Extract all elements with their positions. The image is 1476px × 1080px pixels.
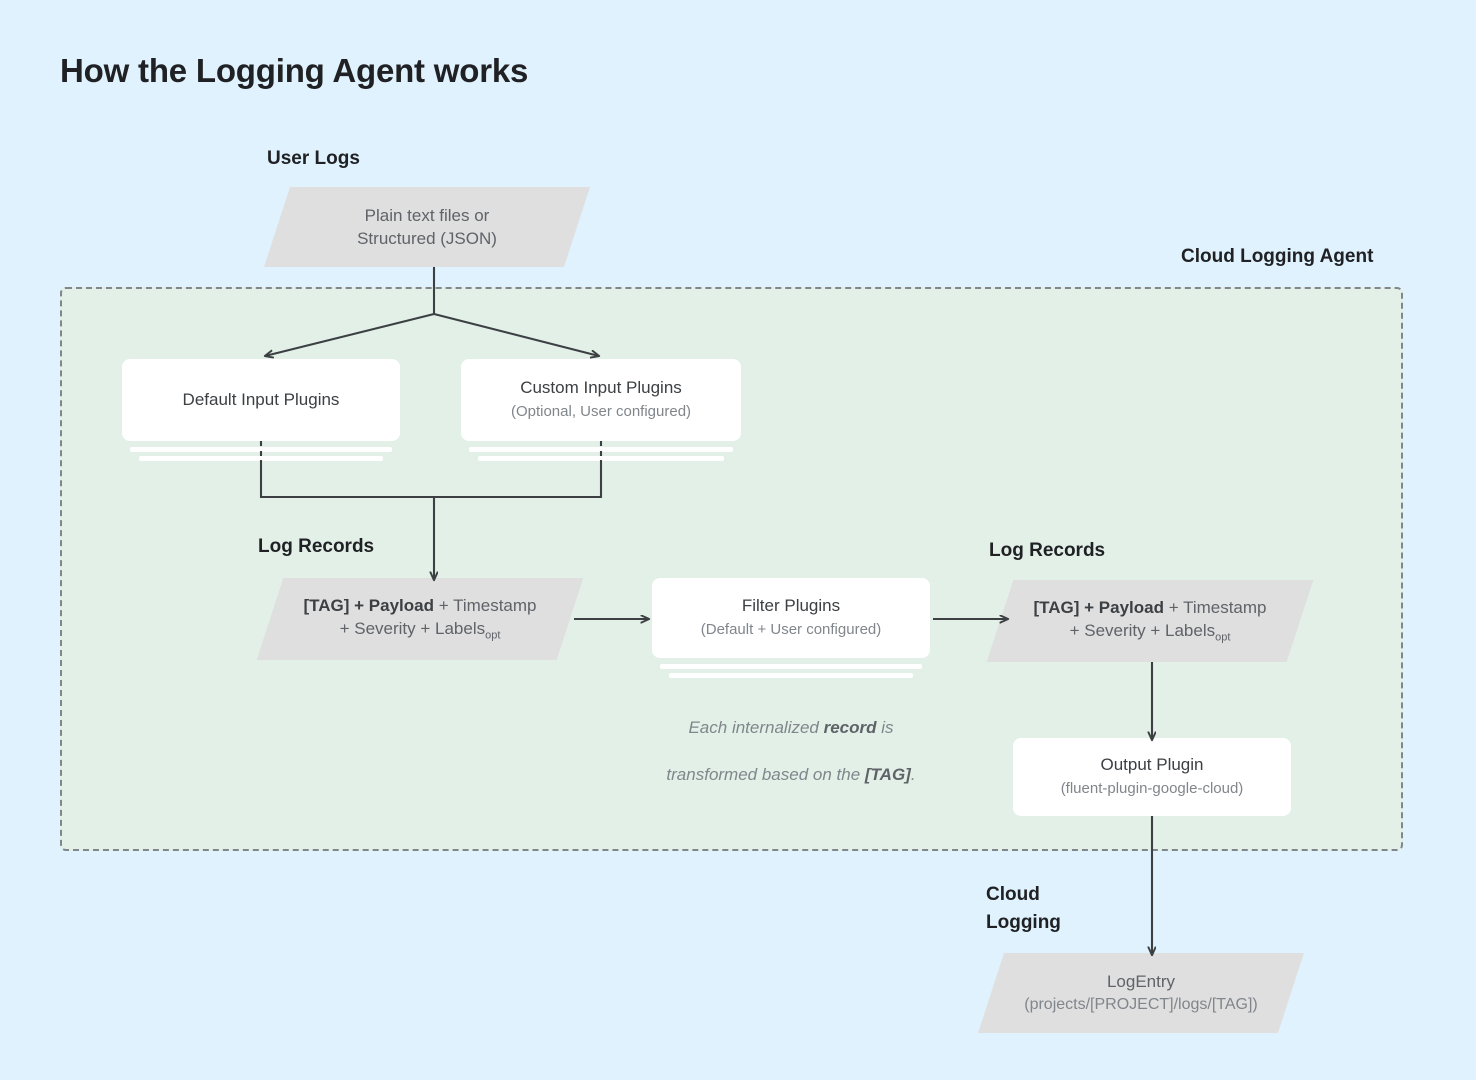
label-user-logs: User Logs bbox=[267, 148, 360, 169]
node-output-plugin[interactable]: Output Plugin (fluent-plugin-google-clou… bbox=[1013, 738, 1291, 816]
default-input-stack-bar-1 bbox=[130, 447, 392, 452]
node-log-record-right-line1: [TAG] + Payload + Timestamp bbox=[1033, 596, 1266, 619]
node-log-record-left-line1: [TAG] + Payload + Timestamp bbox=[303, 594, 536, 617]
node-filter-plugins[interactable]: Filter Plugins (Default + User configure… bbox=[652, 578, 930, 658]
label-cloud-logging-agent: Cloud Logging Agent bbox=[1181, 246, 1374, 267]
log-record-left-tag-payload: [TAG] + Payload bbox=[303, 595, 434, 615]
log-record-right-opt-subscript: opt bbox=[1215, 631, 1231, 644]
node-custom-input-plugins-subtitle: (Optional, User configured) bbox=[510, 403, 692, 421]
custom-input-stack-bar-1 bbox=[469, 447, 733, 452]
note-tag-emphasis: [TAG] bbox=[864, 765, 911, 785]
node-filter-plugins-title: Filter Plugins bbox=[741, 596, 841, 616]
label-cloud-logging: Cloud Logging bbox=[986, 884, 1061, 933]
log-record-left-opt-subscript: opt bbox=[485, 629, 501, 642]
filter-plugins-stack-bar-2 bbox=[669, 673, 913, 678]
node-default-input-plugins[interactable]: Default Input Plugins bbox=[122, 359, 400, 441]
node-log-entry: LogEntry (projects/[PROJECT]/logs/[TAG]) bbox=[978, 953, 1304, 1033]
page-title: How the Logging Agent works bbox=[60, 52, 529, 89]
node-log-record-right: [TAG] + Payload + Timestamp + Severity +… bbox=[986, 580, 1314, 662]
node-custom-input-plugins-title: Custom Input Plugins bbox=[520, 378, 682, 398]
node-user-logs-source: Plain text files or Structured (JSON) bbox=[264, 187, 590, 267]
node-output-plugin-subtitle: (fluent-plugin-google-cloud) bbox=[1060, 780, 1244, 798]
note-transform: Each internalized record is transformed … bbox=[666, 718, 916, 785]
label-log-records-right: Log Records bbox=[989, 540, 1106, 561]
node-log-record-right-line2: + Severity + Labelsopt bbox=[1069, 621, 1231, 644]
note-record-emphasis: record bbox=[823, 718, 877, 738]
custom-input-stack-bar-2 bbox=[478, 456, 724, 461]
node-log-entry-title: LogEntry bbox=[1106, 972, 1176, 992]
log-record-right-tag-payload: [TAG] + Payload bbox=[1033, 597, 1164, 617]
filter-plugins-stack-bar-1 bbox=[660, 664, 922, 669]
node-custom-input-plugins[interactable]: Custom Input Plugins (Optional, User con… bbox=[461, 359, 741, 441]
node-log-record-left: [TAG] + Payload + Timestamp + Severity +… bbox=[256, 578, 584, 660]
node-filter-plugins-subtitle: (Default + User configured) bbox=[700, 621, 882, 639]
default-input-stack-bar-2 bbox=[139, 456, 383, 461]
log-record-left-line1-rest: + Timestamp bbox=[434, 595, 537, 615]
node-output-plugin-title: Output Plugin bbox=[1100, 755, 1204, 775]
node-log-entry-subtitle: (projects/[PROJECT]/logs/[TAG]) bbox=[1024, 995, 1258, 1013]
node-default-input-plugins-title: Default Input Plugins bbox=[182, 389, 340, 409]
log-record-right-line1-rest: + Timestamp bbox=[1164, 597, 1267, 617]
label-log-records-left: Log Records bbox=[258, 536, 375, 557]
node-log-record-left-line2: + Severity + Labelsopt bbox=[339, 619, 501, 642]
node-user-logs-source-text: Plain text files or Structured (JSON) bbox=[357, 205, 497, 248]
